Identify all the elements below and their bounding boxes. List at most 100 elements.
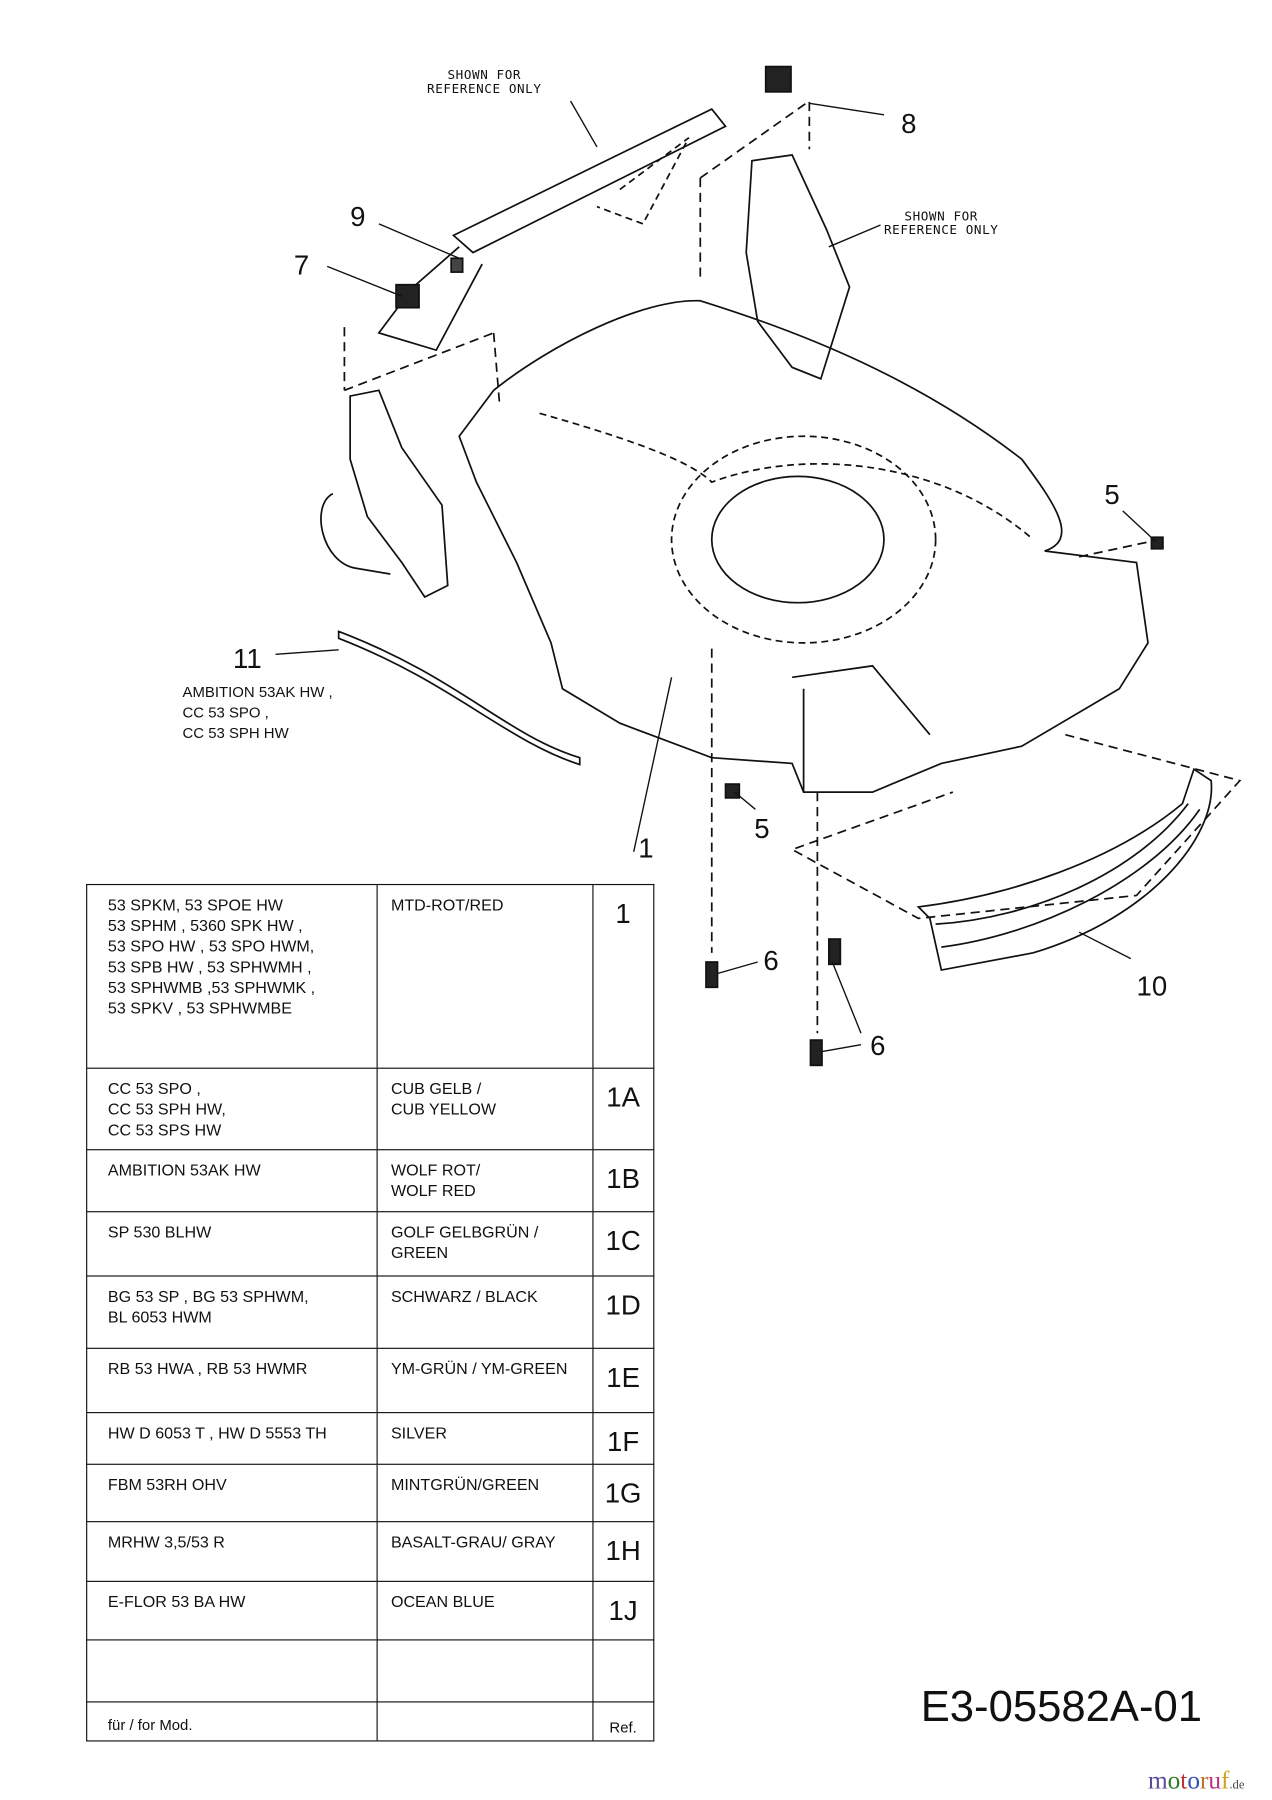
ref-cell: 1H	[591, 1521, 655, 1582]
callout-5-bottom: 5	[754, 813, 770, 845]
note-line: REFERENCE ONLY	[427, 81, 542, 97]
left-height-bracket	[349, 389, 449, 599]
models-cell: HW D 6053 T , HW D 5553 TH	[86, 1412, 378, 1465]
color-cell-line: GOLF GELBGRÜN /	[390, 1222, 539, 1241]
models-header: für / for Mod.	[86, 1701, 378, 1742]
note-line: CC 53 SPH HW	[182, 724, 289, 742]
models-cell-line: RB 53 HWA , RB 53 HWMR	[107, 1359, 308, 1378]
color-cell-line: MINTGRÜN/GREEN	[390, 1475, 540, 1494]
color-cell: OCEAN BLUE	[376, 1580, 594, 1641]
models-cell-line: CC 53 SPO ,	[107, 1079, 201, 1098]
left-bracket-guides	[343, 327, 501, 402]
models-cell-line: AMBITION 53AK HW	[107, 1160, 261, 1179]
models-cell-line: FBM 53RH OHV	[107, 1475, 227, 1494]
ref-cell: 1B	[591, 1149, 655, 1213]
color-cell: BASALT-GRAU/ GRAY	[376, 1521, 594, 1582]
deck-chute-outline	[791, 664, 931, 793]
leader-lines	[275, 100, 1157, 1053]
callout-6-left: 6	[763, 945, 779, 977]
reference-note-bracket: SHOWN FOR REFERENCE ONLY	[884, 210, 998, 238]
rear-flap-ribs	[935, 803, 1201, 948]
ref-cell: 1D	[591, 1275, 655, 1349]
note-line: SHOWN FOR	[447, 67, 522, 83]
note-line: CC 53 SPO ,	[182, 703, 269, 721]
ref-cell: 1J	[591, 1580, 655, 1641]
table-footer-row: für / for Mod. Ref.	[86, 1701, 655, 1742]
color-cell: WOLF ROT/WOLF RED	[376, 1149, 594, 1213]
models-cell-line: CC 53 SPS HW	[107, 1120, 222, 1139]
color-cell-line: GREEN	[390, 1243, 449, 1262]
color-cell-line: WOLF ROT/	[390, 1160, 481, 1179]
fastener-guide-lines	[710, 538, 1242, 1034]
pin-9	[450, 257, 464, 273]
rear-flap	[916, 767, 1213, 972]
color-cell-line: YM-GRÜN / YM-GREEN	[390, 1359, 568, 1378]
motoruf-logo: motoruf.de	[1148, 1765, 1245, 1795]
callout-11: 11	[233, 644, 262, 676]
handle-hidden-lines	[596, 137, 690, 225]
models-cell: SP 530 BLHW	[86, 1211, 378, 1277]
color-cell: MINTGRÜN/GREEN	[376, 1463, 594, 1523]
right-height-bracket	[745, 154, 851, 380]
bolt-6a	[705, 961, 719, 989]
callout-8: 8	[901, 109, 917, 141]
nut-5a	[1150, 536, 1164, 550]
color-cell-line: WOLF RED	[390, 1181, 476, 1200]
models-cell: RB 53 HWA , RB 53 HWMR	[86, 1347, 378, 1414]
models-cell: AMBITION 53AK HW	[86, 1149, 378, 1213]
mower-deck-outline	[458, 299, 1149, 793]
callout-7: 7	[293, 250, 310, 282]
models-cell: CC 53 SPO ,CC 53 SPH HW,CC 53 SPS HW	[86, 1067, 378, 1151]
models-cell-line: MRHW 3,5/53 R	[107, 1532, 225, 1551]
color-cell: SILVER	[376, 1412, 594, 1465]
ref-cell: 1A	[591, 1067, 655, 1151]
models-cell-line: 53 SPHWMB ,53 SPHWMK ,	[107, 978, 316, 997]
empty-cell	[591, 1639, 655, 1703]
right-bracket-guides	[699, 99, 811, 282]
models-cell: E-FLOR 53 BA HW	[86, 1580, 378, 1641]
models-cell-line: 53 SPKM, 53 SPOE HW	[107, 895, 283, 914]
ref-header: Ref.	[591, 1701, 655, 1742]
spring-7	[395, 283, 420, 309]
callout-5-top: 5	[1104, 479, 1120, 511]
color-cell-line: BASALT-GRAU/ GRAY	[390, 1532, 556, 1551]
table-row: HW D 6053 T , HW D 5553 TH SILVER 1F	[86, 1412, 655, 1465]
spring-8	[764, 65, 792, 93]
callout-9: 9	[350, 202, 366, 234]
drawing-number: E3-05582A-01	[920, 1682, 1203, 1732]
note-line: REFERENCE ONLY	[883, 222, 999, 238]
note-line: AMBITION 53AK HW ,	[182, 683, 333, 701]
wheel-outline	[320, 492, 391, 575]
models-cell-line: SP 530 BLHW	[107, 1222, 212, 1241]
color-cell-line: OCEAN BLUE	[390, 1592, 495, 1611]
models-cell-line: HW D 6053 T , HW D 5553 TH	[107, 1423, 327, 1442]
callout-10: 10	[1136, 971, 1168, 1003]
callout-6-bottom: 6	[870, 1030, 886, 1062]
color-cell: GOLF GELBGRÜN / GREEN	[376, 1211, 594, 1277]
callout-1: 1	[638, 833, 654, 865]
reference-note-handle: SHOWN FOR REFERENCE ONLY	[427, 67, 542, 97]
ref-cell: 1G	[591, 1463, 655, 1523]
ref-cell: 1F	[591, 1412, 655, 1465]
empty-row	[86, 1639, 655, 1703]
color-cell-line: MTD-ROT/RED	[390, 895, 504, 914]
empty-cell	[376, 1639, 594, 1703]
empty-cell	[86, 1639, 378, 1703]
models-cell: FBM 53RH OHV	[86, 1463, 378, 1523]
table-row: E-FLOR 53 BA HW OCEAN BLUE 1J	[86, 1580, 655, 1641]
models-cell-line: BG 53 SP , BG 53 SPHWM,	[107, 1286, 309, 1306]
color-cell-line: SILVER	[390, 1423, 447, 1442]
color-cell-line: SCHWARZ / BLACK	[390, 1286, 538, 1306]
side-strip	[337, 630, 581, 766]
models-cell-line: CC 53 SPH HW,	[107, 1099, 226, 1119]
color-cell: SCHWARZ / BLACK	[376, 1275, 594, 1349]
bolt-6c	[809, 1039, 823, 1067]
part-11-applicability-note: AMBITION 53AK HW , CC 53 SPO , CC 53 SPH…	[183, 682, 333, 744]
